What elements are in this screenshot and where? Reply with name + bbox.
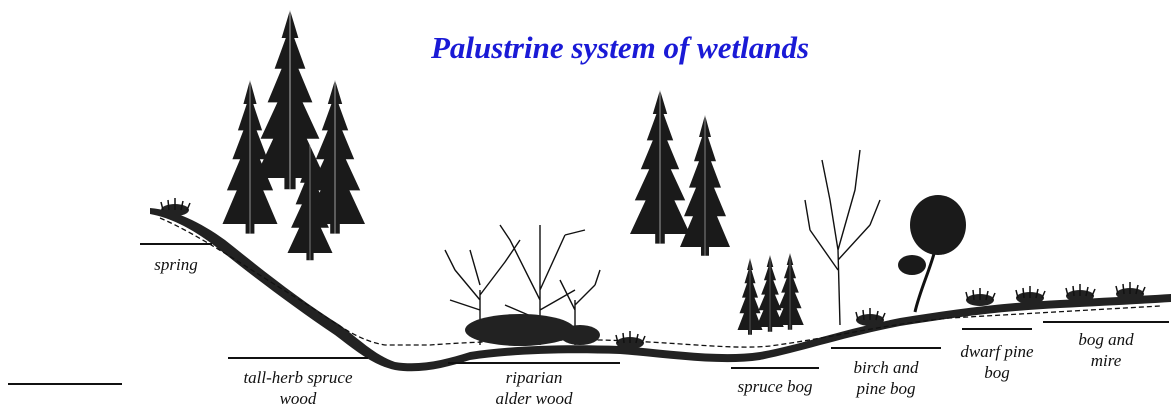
alder-trees bbox=[445, 225, 600, 346]
birch-tree bbox=[805, 150, 880, 325]
zone-bar-tall-herb-spruce-wood bbox=[228, 357, 368, 359]
zone-label-birch-and-pine-bog: birch and pine bog bbox=[831, 357, 941, 399]
scale-bar bbox=[8, 383, 122, 385]
zone-label-spring: spring bbox=[140, 254, 212, 275]
zone-label-tall-herb-spruce-wood: tall-herb spruce wood bbox=[212, 367, 384, 409]
tall-spruce-trees bbox=[223, 10, 366, 260]
dwarf-pine-tree bbox=[898, 195, 966, 312]
diagram-title: Palustrine system of wetlands bbox=[370, 30, 870, 66]
zone-label-spruce-bog: spruce bog bbox=[722, 376, 828, 397]
spruce-bog-trees bbox=[738, 253, 804, 335]
center-spruce-trees bbox=[630, 90, 730, 256]
zone-bar-birch-and-pine-bog bbox=[831, 347, 941, 349]
zone-bar-dwarf-pine-bog bbox=[962, 328, 1032, 330]
zone-bar-bog-and-mire bbox=[1043, 321, 1169, 323]
zone-bar-riparian-alder-wood bbox=[448, 362, 620, 364]
zone-label-bog-and-mire: bog and mire bbox=[1050, 329, 1162, 371]
zone-bar-spring bbox=[140, 243, 212, 245]
zone-label-dwarf-pine-bog: dwarf pine bog bbox=[945, 341, 1049, 383]
zone-label-riparian-alder-wood: riparian alder wood bbox=[448, 367, 620, 409]
zone-bar-spruce-bog bbox=[731, 367, 819, 369]
